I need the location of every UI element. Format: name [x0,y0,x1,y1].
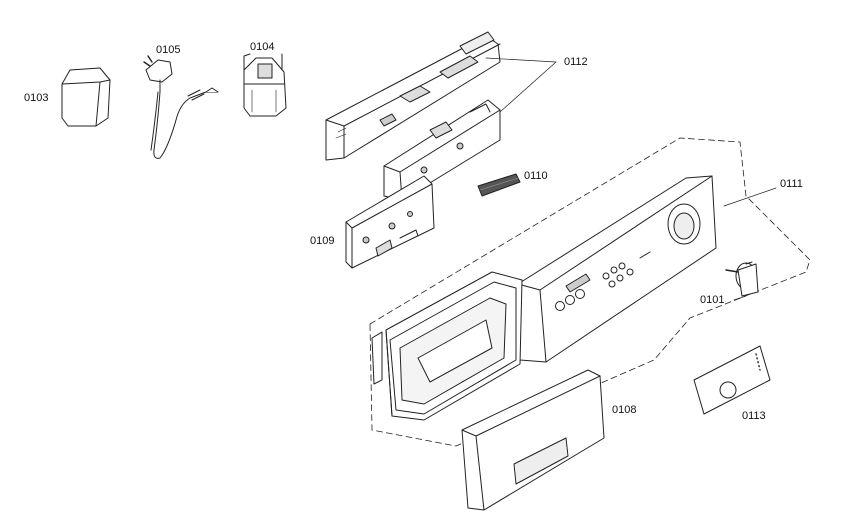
part-0109-electronics-board [345,175,435,269]
part-0113-sticker [693,345,771,415]
label-0105: 0105 [156,44,181,56]
label-0103: 0103 [24,92,49,104]
leader-lines [485,57,777,301]
label-0104: 0104 [250,41,275,53]
part-drawer-frame [371,271,523,421]
part-0103-cap [61,67,111,127]
label-0109: 0109 [310,235,335,247]
part-control-panel-fascia [517,175,717,363]
part-0112-control-housing [325,31,501,161]
part-0108-drawer-front [461,369,605,511]
label-0108: 0108 [612,404,637,416]
part-0110-display-window [477,173,521,197]
part-0112-control-board [383,99,501,201]
label-0110: 0110 [524,170,548,182]
label-0101: 0101 [700,294,725,306]
part-0111-assembly-outline [369,137,811,447]
label-0112: 0112 [564,56,588,68]
label-0111: 0111 [780,178,803,190]
part-0104-filter-box [243,53,287,117]
part-0101-knob [725,261,759,297]
part-0105-power-cord [143,55,219,159]
label-0113: 0113 [742,410,766,422]
